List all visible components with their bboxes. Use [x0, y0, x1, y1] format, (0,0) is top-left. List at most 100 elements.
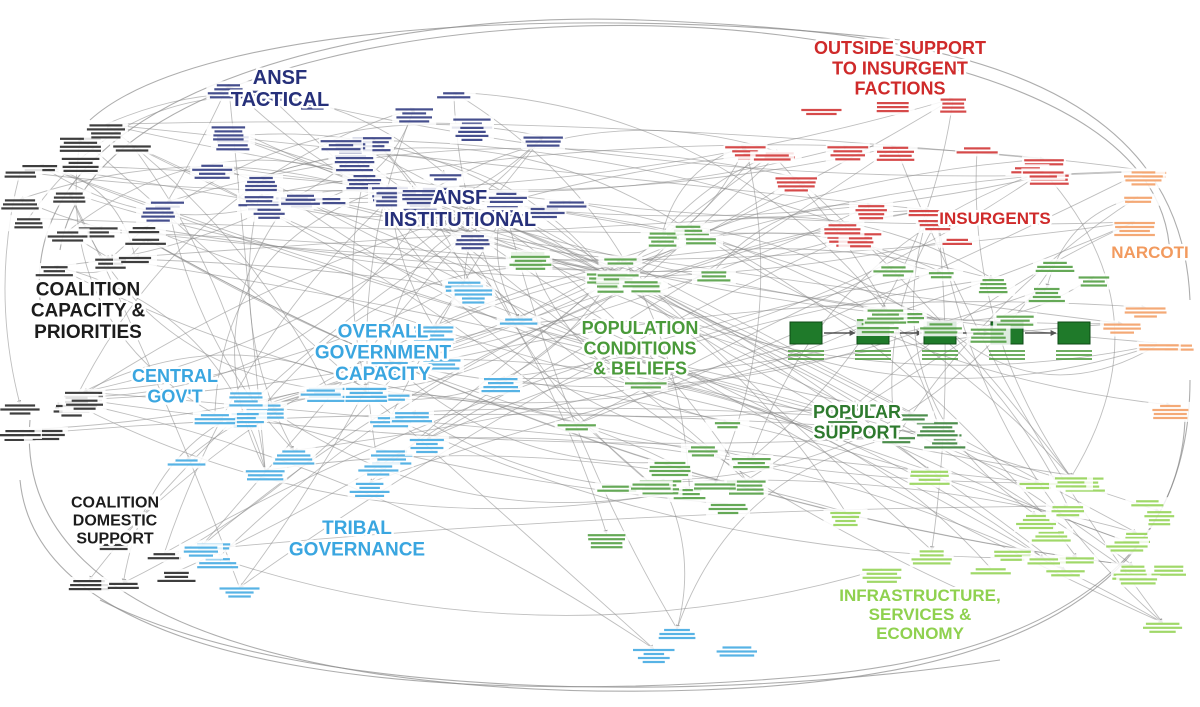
factor-node	[347, 479, 392, 500]
factor-node-text-line	[428, 363, 456, 366]
causal-link	[260, 147, 702, 239]
factor-node-text-line	[184, 546, 218, 549]
factor-node-text-line	[4, 438, 36, 441]
factor-node-backdrop	[1021, 555, 1066, 568]
factor-node-backdrop	[554, 421, 599, 434]
factor-node	[83, 121, 128, 142]
factor-node	[871, 263, 916, 280]
factor-node-text-line	[632, 483, 670, 486]
factor-node	[820, 221, 865, 238]
factor-node	[915, 419, 960, 440]
factor-node-text-line	[370, 394, 410, 397]
factor-node-text-line	[484, 378, 518, 381]
factor-node-text-line	[371, 454, 413, 457]
factor-node-text-line	[15, 222, 43, 225]
causal-link	[68, 192, 240, 588]
factor-node-text-line	[1052, 506, 1084, 509]
factor-node-text-line	[859, 217, 884, 220]
factor-node-text-line	[876, 110, 909, 113]
factor-node	[142, 550, 187, 563]
factor-node-text-line	[877, 150, 914, 153]
factor-node-text-line	[339, 165, 370, 168]
causal-link	[426, 146, 896, 440]
factor-node-text-line	[828, 224, 857, 227]
causal-link	[369, 154, 773, 484]
sector-label-central-govt-line-2: GOV'T	[147, 386, 202, 406]
factor-node-text-line	[197, 566, 239, 569]
factor-node	[121, 224, 166, 236]
causal-link	[426, 277, 994, 440]
factor-node-text-line	[649, 465, 691, 469]
factor-node-text-line	[66, 403, 103, 406]
factor-node	[554, 421, 599, 434]
factor-node-text-line	[675, 225, 701, 228]
factor-node-text-line	[95, 266, 126, 269]
factor-node-text-line	[753, 158, 791, 161]
factor-node-text-line	[597, 285, 618, 288]
factor-node-text-line	[1083, 280, 1105, 283]
factor-node-text-line	[1154, 569, 1184, 572]
causal-link	[20, 97, 954, 192]
factor-node-text-line	[403, 208, 437, 211]
factor-node-text-line	[492, 210, 519, 213]
factor-node-text-line	[824, 228, 861, 231]
factor-node-text-line	[99, 543, 128, 547]
factor-node-text-line	[872, 313, 899, 316]
sector-label-population-conditions-line-3: & BELIEFS	[593, 359, 687, 379]
factor-node-text-line	[57, 231, 79, 234]
factor-node-text-line	[258, 216, 280, 219]
factor-node-text-line	[153, 553, 176, 556]
factor-node-text-line	[1115, 225, 1155, 229]
factor-node-text-line	[719, 654, 755, 657]
factor-node-text-line	[86, 128, 125, 131]
factor-node-text-line	[245, 470, 285, 473]
factor-node-text-line	[376, 200, 416, 203]
factor-node-text-line	[379, 370, 400, 373]
factor-node-text-line	[896, 414, 928, 417]
popular-support-stage-caption	[788, 354, 824, 356]
factor-node-text-line	[61, 414, 82, 417]
factor-node-text-line	[631, 290, 661, 293]
factor-node-text-line	[717, 511, 739, 515]
factor-node-text-line	[603, 278, 633, 281]
factor-node-text-line	[229, 396, 263, 399]
factor-node-text-line	[1160, 404, 1181, 408]
factor-node	[935, 235, 980, 248]
causal-link	[750, 170, 1044, 459]
factor-node-text-line	[982, 279, 1004, 282]
factor-node	[449, 123, 494, 144]
factor-node-text-line	[910, 474, 949, 477]
factor-node-text-line	[429, 174, 462, 177]
factor-node	[966, 325, 1011, 346]
factor-node	[1121, 168, 1166, 189]
factor-node	[62, 396, 107, 413]
factor-node-text-line	[113, 145, 151, 148]
factor-node-text-line	[1027, 562, 1060, 565]
factor-node-text-line	[458, 130, 486, 133]
factor-node-text-line	[164, 575, 189, 578]
factor-node-text-line	[59, 149, 101, 152]
factor-node-text-line	[1124, 175, 1163, 178]
factor-node-text-line	[1051, 510, 1084, 513]
factor-node	[915, 217, 960, 233]
factor-node-text-line	[234, 400, 258, 403]
factor-node	[971, 276, 1016, 296]
factor-node-text-line	[823, 425, 862, 428]
popular-support-stage-caption	[788, 350, 824, 352]
factor-node-text-line	[145, 207, 171, 210]
factor-node-text-line	[199, 172, 226, 175]
sector-label-coalition-capacity-line-1: COALITION	[36, 279, 141, 300]
factor-node-text-line	[1113, 573, 1153, 576]
sector-label-overall-government-line-1: OVERALL	[338, 321, 429, 342]
factor-node-text-line	[454, 289, 493, 292]
factor-node-text-line	[496, 192, 517, 195]
factor-node	[799, 105, 844, 118]
factor-node-text-line	[830, 154, 865, 157]
factor-node-text-line	[996, 315, 1034, 318]
factor-node	[290, 100, 335, 113]
popular-support-stage-caption	[989, 350, 1025, 352]
factor-node-text-line	[346, 187, 383, 190]
factor-node-text-line	[862, 568, 902, 571]
sector-label-coalition-domestic-line-1: COALITION	[71, 495, 159, 512]
factor-node-text-line	[1019, 526, 1054, 530]
